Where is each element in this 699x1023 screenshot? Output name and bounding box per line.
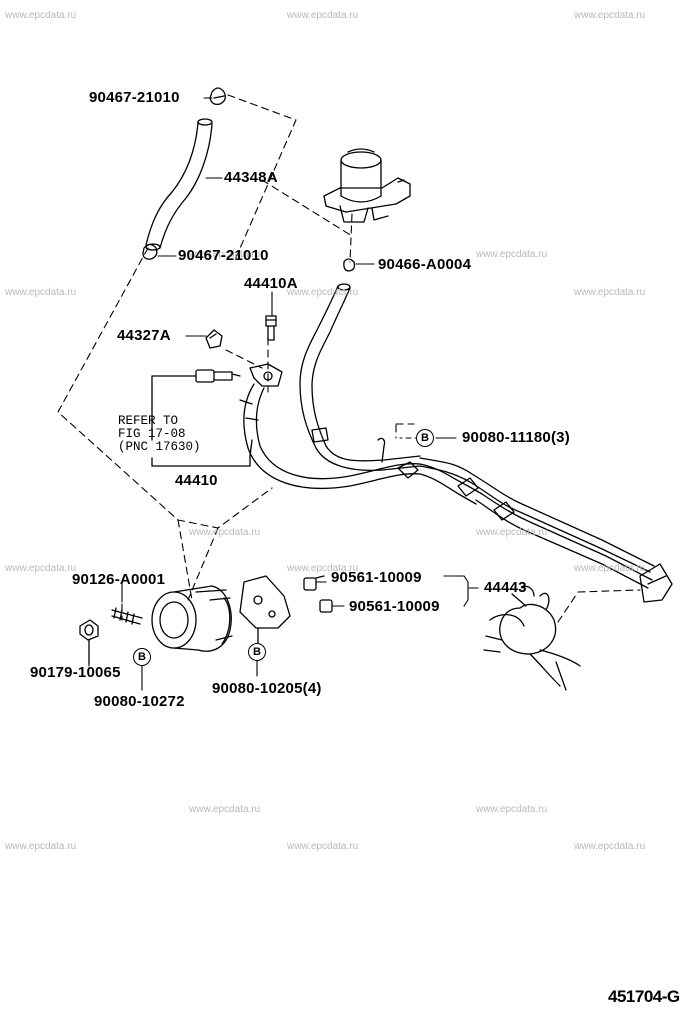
watermark: www.epcdata.ru [574, 563, 646, 574]
part-label-bracket: 44443 [484, 579, 527, 596]
watermark: www.epcdata.ru [574, 10, 646, 21]
watermark: www.epcdata.ru [574, 841, 646, 852]
grommet-2-drawing [319, 599, 333, 613]
part-label-clip-reservoir: 90466-A0004 [378, 256, 472, 273]
refer-line-3: (PNC 17630) [118, 440, 201, 454]
part-label-clamp-top: 90467-21010 [89, 89, 180, 106]
part-label-bolt-bracket: 90080-11180(3) [462, 429, 570, 446]
watermark: www.epcdata.ru [476, 249, 548, 260]
part-label-pressure-hose: 44410 [175, 472, 218, 489]
watermark: www.epcdata.ru [287, 841, 359, 852]
stud-drawing [111, 607, 143, 625]
watermark: www.epcdata.ru [189, 249, 261, 260]
watermark: www.epcdata.ru [189, 804, 261, 815]
badge-b: B [416, 429, 434, 447]
figure-id: 451704-G [608, 987, 680, 1006]
watermark: www.epcdata.ru [5, 841, 77, 852]
nut-drawing [79, 619, 99, 665]
part-label-nut: 90179-10065 [30, 664, 121, 681]
watermark: www.epcdata.ru [287, 287, 359, 298]
part-label-gasket: 44327A [117, 327, 171, 344]
pump-drawing [151, 585, 233, 652]
watermark: www.epcdata.ru [189, 527, 261, 538]
tube-assembly-drawing [419, 457, 673, 603]
refer-line-2: FIG 17-08 [118, 427, 186, 441]
badge-b: B [248, 643, 266, 661]
part-label-clamp-mid: 90467-21010 [178, 247, 269, 264]
pressure-hose-drawing [239, 383, 483, 505]
part-label-stud: 90126-A0001 [72, 571, 166, 588]
badge-b: B [133, 648, 151, 666]
part-label-return-hose: 44348A [224, 169, 278, 186]
watermark: www.epcdata.ru [5, 10, 77, 21]
part-label-grommet-2: 90561-10009 [349, 598, 440, 615]
part-label-bolt-pump: 90080-10272 [94, 693, 185, 710]
grommet-1-drawing [303, 575, 325, 591]
steering-gear-drawing [483, 585, 581, 691]
part-label-grommet-1: 90561-10009 [331, 569, 422, 586]
part-label-union-bolt: 44410A [244, 275, 298, 292]
refer-note: REFER TO FIG 17-08 (PNC 17630) [118, 415, 201, 454]
leader-lines [88, 97, 479, 691]
refer-line-1: REFER TO [118, 414, 179, 428]
watermark: www.epcdata.ru [5, 287, 77, 298]
dashed-boundary [57, 94, 641, 623]
union-bolt-drawing [265, 315, 277, 341]
watermark: www.epcdata.ru [476, 527, 548, 538]
watermark: www.epcdata.ru [5, 563, 77, 574]
reservoir-drawing [323, 148, 411, 223]
bracket-plate-drawing [239, 575, 291, 645]
clip-reservoir-drawing [343, 258, 356, 272]
return-line-drawing [299, 283, 421, 479]
watermark: www.epcdata.ru [287, 10, 359, 21]
part-label-bolt-bracket-4: 90080-10205(4) [212, 680, 322, 697]
refer-bracket [151, 375, 253, 467]
return-hose-drawing [145, 118, 213, 251]
pressure-switch-drawing [195, 363, 283, 387]
gasket-drawing [205, 329, 223, 349]
watermark: www.epcdata.ru [287, 563, 359, 574]
clamp-top-drawing [209, 87, 226, 106]
clamp-mid-drawing [142, 243, 158, 260]
watermark: www.epcdata.ru [574, 287, 646, 298]
watermark: www.epcdata.ru [476, 804, 548, 815]
